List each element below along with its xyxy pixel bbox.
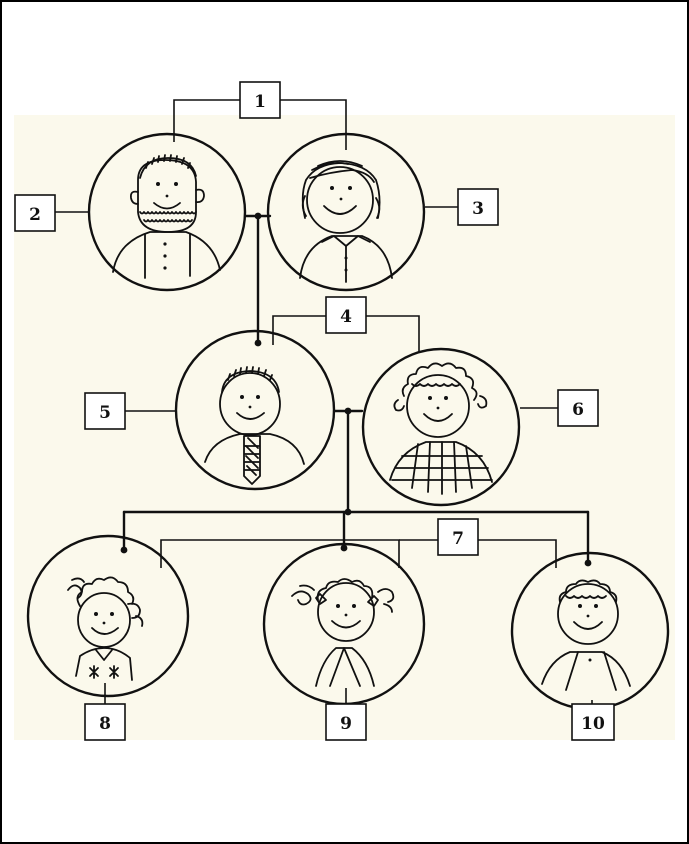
label-8-text: 8 xyxy=(99,714,111,734)
label-7-text: 7 xyxy=(452,529,464,549)
label-box-10[interactable]: 10 xyxy=(571,703,615,741)
label-6-text: 6 xyxy=(572,400,584,420)
label-2-text: 2 xyxy=(29,205,41,225)
label-5-text: 5 xyxy=(99,403,111,423)
label-box-6[interactable]: 6 xyxy=(557,389,599,427)
portrait-daughter-left xyxy=(26,534,190,698)
label-box-9[interactable]: 9 xyxy=(325,703,367,741)
label-3-text: 3 xyxy=(472,199,484,219)
label-box-1[interactable]: 1 xyxy=(239,81,281,119)
label-box-3[interactable]: 3 xyxy=(457,188,499,226)
label-10-text: 10 xyxy=(581,714,605,734)
portrait-mother xyxy=(361,347,521,507)
connector-lines xyxy=(55,99,593,706)
label-9-text: 9 xyxy=(340,714,352,734)
portrait-grandfather xyxy=(87,132,247,292)
label-box-2[interactable]: 2 xyxy=(14,194,56,232)
label-box-7[interactable]: 7 xyxy=(437,518,479,556)
label-4-text: 4 xyxy=(340,307,352,327)
portrait-father xyxy=(174,329,336,491)
label-box-8[interactable]: 8 xyxy=(84,703,126,741)
label-1-text: 1 xyxy=(254,92,266,112)
label-box-5[interactable]: 5 xyxy=(84,392,126,430)
portrait-grandmother xyxy=(266,132,426,292)
label-box-4[interactable]: 4 xyxy=(325,296,367,334)
junction-dots xyxy=(120,212,592,567)
